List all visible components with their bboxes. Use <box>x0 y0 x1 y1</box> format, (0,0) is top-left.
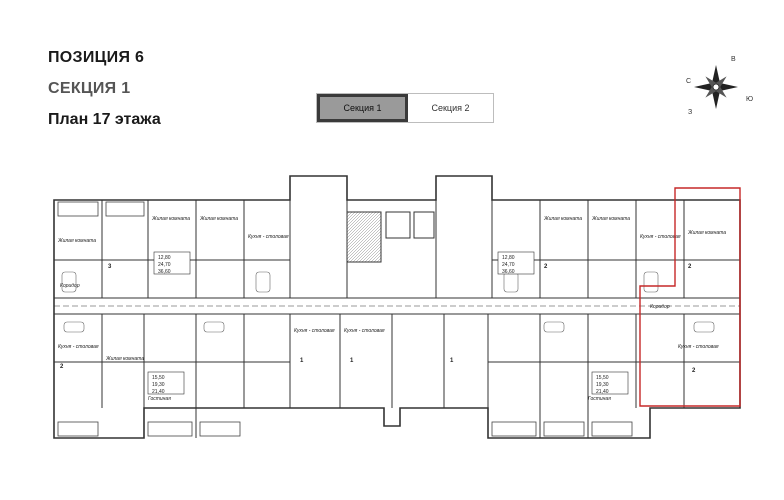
apartment-type: 1 <box>300 358 304 364</box>
room-label: Коридор <box>650 304 670 310</box>
apartment-type: 3 <box>108 264 112 270</box>
apartment-type: 2 <box>692 368 696 374</box>
room-label: Гостиная <box>148 396 171 402</box>
area-value: 36,60 <box>502 269 515 275</box>
room-label: Жилая комната <box>543 216 582 222</box>
area-value: 15,50 <box>596 375 609 381</box>
area-value: 24,70 <box>158 262 171 268</box>
area-value: 15,50 <box>152 375 165 381</box>
apartment-type: 2 <box>688 264 692 270</box>
area-value: 19,30 <box>152 382 165 388</box>
room-label: Жилая комната <box>105 356 144 362</box>
area-value: 36,60 <box>158 269 171 275</box>
area-value: 21,40 <box>152 389 165 395</box>
section-tabs: Секция 1 Секция 2 <box>316 93 494 123</box>
floor-plan-title: План 17 этажа <box>48 111 161 128</box>
room-label: Жилая комната <box>199 216 238 222</box>
room-label: Кухня - столовая <box>248 234 289 240</box>
room-label: Кухня - столовая <box>294 328 335 334</box>
compass-east-label: Ю <box>746 96 753 103</box>
tab-section-1[interactable]: Секция 1 <box>317 94 408 122</box>
floor-plan-drawing: Жилая комната Жилая комната Жилая комнат… <box>53 175 741 439</box>
position-title: ПОЗИЦИЯ 6 <box>48 49 145 66</box>
area-value: 24,70 <box>502 262 515 268</box>
room-label: Жилая комната <box>57 238 96 244</box>
tab-section-2[interactable]: Секция 2 <box>408 94 493 122</box>
room-label: Кухня - столовая <box>678 344 719 350</box>
highlighted-apartment-outline[interactable] <box>639 187 741 407</box>
compass-south-label: З <box>688 109 692 116</box>
compass-west-label: С <box>686 78 691 85</box>
area-value: 19,30 <box>596 382 609 388</box>
room-label: Коридор <box>60 283 80 289</box>
area-value: 12,80 <box>158 255 171 261</box>
room-label: Гостиная <box>588 396 611 402</box>
area-value: 21,40 <box>596 389 609 395</box>
apartment-type: 1 <box>350 358 354 364</box>
section-title: СЕКЦИЯ 1 <box>48 80 131 97</box>
area-value: 12,80 <box>502 255 515 261</box>
room-label: Жилая комната <box>151 216 190 222</box>
room-label: Жилая комната <box>687 230 726 236</box>
room-label: Кухня - столовая <box>344 328 385 334</box>
compass-rose-icon: В С Ю З <box>686 56 753 116</box>
apartment-type: 1 <box>450 358 454 364</box>
compass-north-label: В <box>731 56 736 63</box>
room-label: Кухня - столовая <box>640 234 681 240</box>
room-label: Кухня - столовая <box>58 344 99 350</box>
room-label: Жилая комната <box>591 216 630 222</box>
apartment-type: 2 <box>544 264 548 270</box>
apartment-type: 2 <box>60 364 64 370</box>
